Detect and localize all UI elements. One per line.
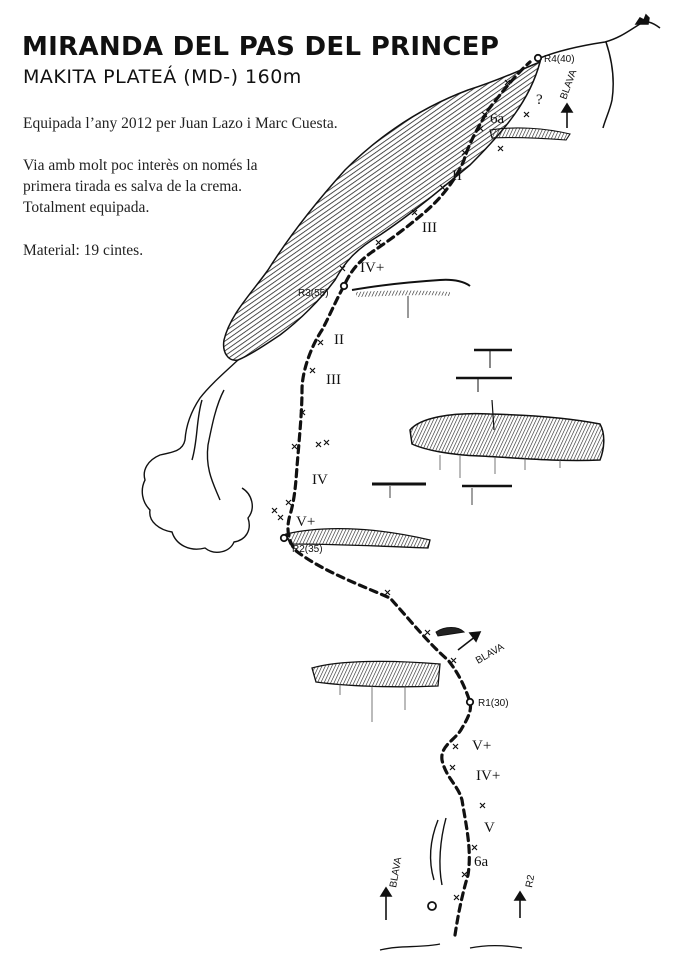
belay-r3 (339, 281, 349, 291)
bolts (271, 79, 530, 901)
grade-IV-plus-upper: IV+ (360, 260, 384, 276)
route-line (286, 60, 532, 937)
material-line: Material: 19 cintes. (23, 242, 144, 259)
belay-r2 (279, 533, 289, 543)
grade-6a-bottom: 6a (474, 854, 489, 870)
grade-IV-plus-low: IV+ (476, 768, 500, 784)
bush-outline (141, 359, 253, 553)
top-ledge (489, 127, 571, 141)
ground (379, 943, 523, 951)
small-roof (435, 627, 466, 637)
description-line-3: primera tirada es salva de la crema. (23, 178, 243, 195)
description-line-2: Via amb molt poc interès on només la (23, 157, 258, 174)
label-r2-bottom: R2 (524, 874, 537, 889)
belay-r4 (533, 53, 543, 63)
route-title: MIRANDA DEL PAS DEL PRINCEP (22, 32, 500, 62)
grade-V-plus-mid: V+ (296, 514, 315, 530)
question-mark: ? (536, 92, 543, 108)
ledge-r2 (285, 527, 431, 549)
grade-II-upper: II (452, 168, 462, 184)
label-blava-mid: BLAVA (474, 642, 506, 667)
grade-II-mid: II (334, 332, 344, 348)
grade-III-mid: III (326, 372, 341, 388)
grade-III-upper: III (422, 220, 437, 236)
label-blava-bottom: BLAVA (388, 856, 404, 889)
grade-V-bottom: V (484, 820, 495, 836)
arrows (379, 102, 574, 920)
description-line-4: Totalment equipada. (23, 199, 150, 216)
belay-label-r4: R4(40) (544, 54, 575, 65)
belay-label-r1: R1(30) (478, 698, 509, 709)
route-subtitle: MAKITA PLATEÁ (MD-) 160m (23, 66, 302, 88)
ledge-r3 (351, 278, 471, 318)
lower-roof (311, 660, 441, 722)
grade-V-plus-low: V+ (472, 738, 491, 754)
crack-lines (429, 817, 447, 886)
label-blava-top: BLAVA (558, 68, 579, 101)
start-marker (427, 901, 437, 911)
grade-IV-mid: IV (312, 472, 328, 488)
belay-r1 (465, 697, 475, 707)
small-ledges (456, 348, 512, 392)
summit (539, 13, 661, 129)
big-roof (409, 399, 605, 478)
grade-6a-top: 6a (490, 111, 505, 127)
grade-labels: 6a ? II III IV+ II III IV V+ V+ IV+ V 6a (296, 92, 543, 870)
belay-label-r2: R2(35) (292, 544, 323, 555)
belay-labels: R4(40) R3(55) R2(35) R1(30) (292, 54, 575, 709)
belay-label-r3: R3(55) (298, 288, 329, 299)
mid-ledges (372, 482, 512, 505)
belay-points (279, 53, 543, 911)
description-line-1: Equipada l’any 2012 per Juan Lazo i Marc… (23, 115, 338, 132)
